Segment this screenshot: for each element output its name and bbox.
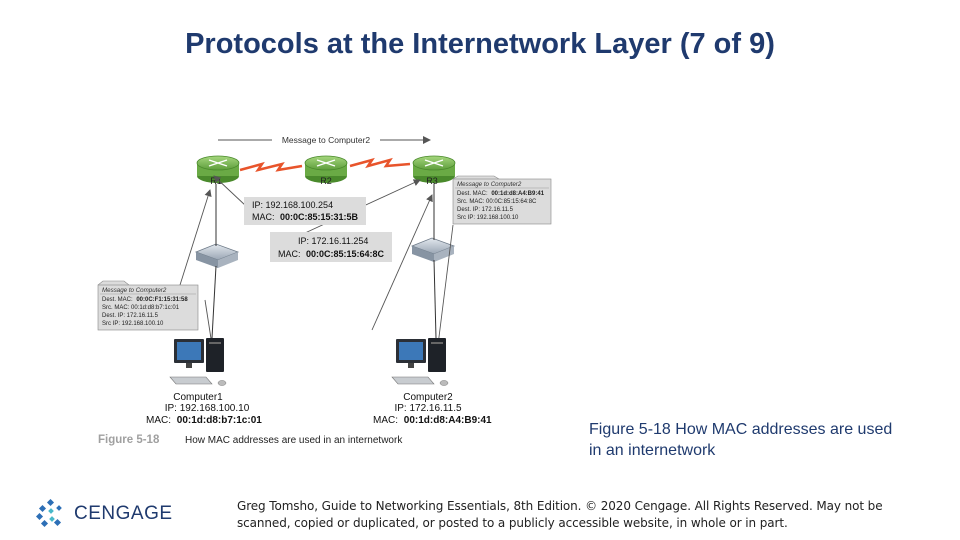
frame-right: Message to Computer2 Dest. MAC: 00:1d:d8… — [452, 175, 552, 225]
computer2-label: Computer2 IP: 172.16.11.5 MAC: 00:1d:d8:… — [373, 392, 492, 426]
frame-left-dest-mac: 00:0C:F1:15:31:58 — [136, 297, 188, 303]
r3-mac-label: MAC: — [278, 249, 301, 259]
computer1-mac-label: MAC: — [146, 415, 171, 426]
frame-right-dest-mac: 00:1d:d8:A4:B9:41 — [491, 191, 544, 197]
cables — [211, 184, 437, 339]
computer1-ip: IP: 192.168.100.10 — [165, 403, 250, 414]
router-label-r3: R3 — [426, 176, 438, 186]
svg-text:Dest. MAC: 00:1d:d8:A4:B: Dest. MAC: 00:1d:d8:A4:B9:41 — [457, 191, 545, 197]
r1-mac: 00:0C:85:15:31:5B — [280, 212, 359, 222]
slide-title: Protocols at the Internetwork Layer (7 o… — [185, 28, 775, 60]
switch-right — [410, 237, 456, 262]
computer2-mac: 00:1d:d8:A4:B9:41 — [404, 415, 492, 426]
inner-figure-caption: Figure 5-18 How MAC addresses are used i… — [98, 434, 403, 446]
svg-text:Dest. MAC: 00:0C:F1:15:3: Dest. MAC: 00:0C:F1:15:31:58 — [102, 297, 188, 303]
computer2-icon — [391, 338, 449, 386]
r3-mac: 00:0C:85:15:64:8C — [306, 249, 385, 259]
computer1-icon — [169, 338, 227, 386]
frame-left-tab: Message to Computer2 — [102, 287, 167, 294]
router-label-r2: R2 — [320, 176, 332, 186]
wan-link-r2-r3 — [349, 157, 411, 169]
figure-caption: Figure 5-18 How MAC addresses are used i… — [589, 421, 893, 459]
computer1-name: Computer1 — [173, 392, 223, 403]
wan-link-r1-r2 — [239, 161, 303, 172]
svg-text:MAC: 00:0C:85:15:64:8C: MAC: 00:0C:85:15:64:8C — [278, 249, 385, 259]
router-r1: R1 — [196, 155, 240, 186]
switch-left — [194, 243, 240, 268]
computer1-label: Computer1 IP: 192.168.100.10 MAC: 00:1d:… — [146, 392, 262, 426]
frame-right-src-ip: Src IP: 192.168.100.10 — [457, 215, 519, 221]
message-arrow-top: Message to Computer2 — [218, 133, 431, 146]
copyright-footer: Greg Tomsho, Guide to Networking Essenti… — [237, 499, 883, 530]
message-arrow-label: Message to Computer2 — [282, 135, 371, 145]
cengage-logo-text: CENGAGE — [74, 503, 173, 524]
frame-left-dest-ip: Dest. IP: 172.16.11.5 — [102, 313, 159, 319]
svg-text:MAC: 00:1d:d8:A4:B9:41: MAC: 00:1d:d8:A4:B9:41 — [373, 415, 492, 426]
router-r2: R2 — [304, 155, 348, 186]
computer2-name: Computer2 — [403, 392, 453, 403]
r1-mac-label: MAC: — [252, 212, 275, 222]
r1-ip: IP: 192.168.100.254 — [252, 200, 333, 210]
frame-left-src-mac: Src. MAC: 00:1d:d8:b7:1c:01 — [102, 305, 180, 311]
computer2-ip: IP: 172.16.11.5 — [394, 403, 462, 414]
frame-right-dest-ip: Dest. IP: 172.16.11.5 — [457, 207, 514, 213]
cengage-logo-mark-icon — [36, 499, 62, 528]
computer1-mac: 00:1d:d8:b7:1c:01 — [177, 415, 262, 426]
svg-text:MAC: 00:0C:85:15:31:5B: MAC: 00:0C:85:15:31:5B — [252, 212, 359, 222]
frame-left-dest-mac-label: Dest. MAC: — [102, 297, 133, 303]
r3-interface-box: IP: 172.16.11.254 MAC: 00:0C:85:15:64:8C — [270, 232, 392, 262]
inner-figure-number: Figure 5-18 — [98, 434, 160, 446]
computer2-mac-label: MAC: — [373, 415, 398, 426]
svg-text:MAC: 00:1d:d8:b7:1c:01: MAC: 00:1d:d8:b7:1c:01 — [146, 415, 262, 426]
inner-figure-text: How MAC addresses are used in an interne… — [185, 435, 403, 446]
r3-ip: IP: 172.16.11.254 — [298, 236, 368, 246]
frame-right-tab: Message to Computer2 — [457, 181, 522, 188]
frame-right-dest-mac-label: Dest. MAC: — [457, 191, 488, 197]
r1-interface-box: IP: 192.168.100.254 MAC: 00:0C:85:15:31:… — [244, 197, 366, 225]
frame-left: Message to Computer2 Dest. MAC: 00:0C:F1… — [97, 280, 199, 331]
cengage-logo: CENGAGE — [36, 499, 186, 531]
router-r3: R3 — [412, 155, 456, 186]
frame-left-src-ip: Src IP: 192.168.100.10 — [102, 321, 164, 327]
frame-right-src-mac: Src. MAC: 00:0C:85:15:64:8C — [457, 199, 537, 205]
